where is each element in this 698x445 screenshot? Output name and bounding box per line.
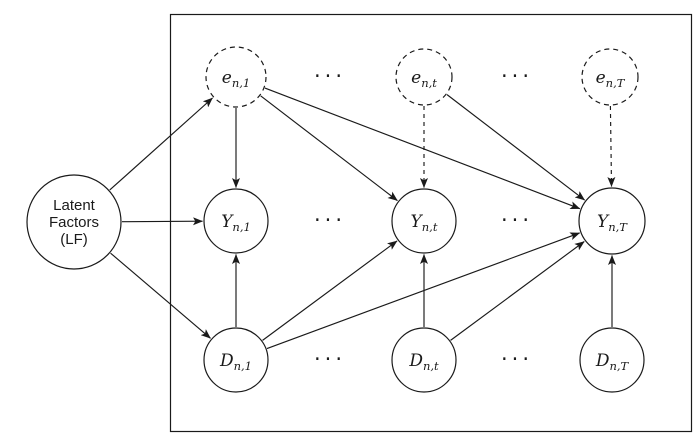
edge-et-YT	[446, 94, 586, 201]
node-Yt-label: Yn,t	[411, 212, 438, 234]
ellipsis-dots-5: ···	[501, 347, 533, 371]
edge-e1-Yt	[260, 95, 398, 202]
node-Y1-circle	[203, 188, 269, 254]
edge-Dt-YT	[450, 241, 585, 341]
node-DT-circle	[579, 327, 645, 393]
node-Dt-label: Dn,t	[408, 351, 439, 373]
node-eT-circle	[581, 48, 639, 106]
node-e1-label: en,1	[222, 68, 250, 90]
ellipsis-dots-2: ···	[314, 208, 346, 232]
node-Y1-label: Yn,1	[221, 212, 251, 234]
plate-rect	[169, 13, 693, 433]
ellipsis-dots-4: ···	[314, 347, 346, 371]
node-YT-circle	[578, 187, 646, 255]
edge-lf-e1	[109, 97, 213, 191]
ellipsis-dots-0: ···	[314, 64, 346, 88]
ellipsis-dots-1: ···	[501, 64, 533, 88]
node-e1-circle	[205, 46, 267, 108]
edge-lf-D1	[110, 252, 211, 339]
node-Yt-circle	[391, 188, 457, 254]
node-eT-label: en,T	[596, 68, 626, 90]
node-lf-circle	[26, 174, 122, 270]
node-D1-label: Dn,1	[219, 351, 252, 373]
node-YT-label: Yn,T	[597, 212, 628, 234]
edge-D1-Yt	[262, 240, 398, 341]
ellipsis-dots-3: ···	[501, 208, 533, 232]
edge-eT-YT	[607, 105, 616, 188]
node-D1-circle	[203, 327, 269, 393]
node-DT-label: Dn,T	[595, 351, 630, 373]
node-Dt-circle	[391, 327, 457, 393]
node-et-circle	[395, 48, 453, 106]
edge-e1-YT	[264, 87, 581, 210]
node-et-label: en,t	[411, 68, 437, 90]
edge-D1-YT	[266, 232, 581, 350]
